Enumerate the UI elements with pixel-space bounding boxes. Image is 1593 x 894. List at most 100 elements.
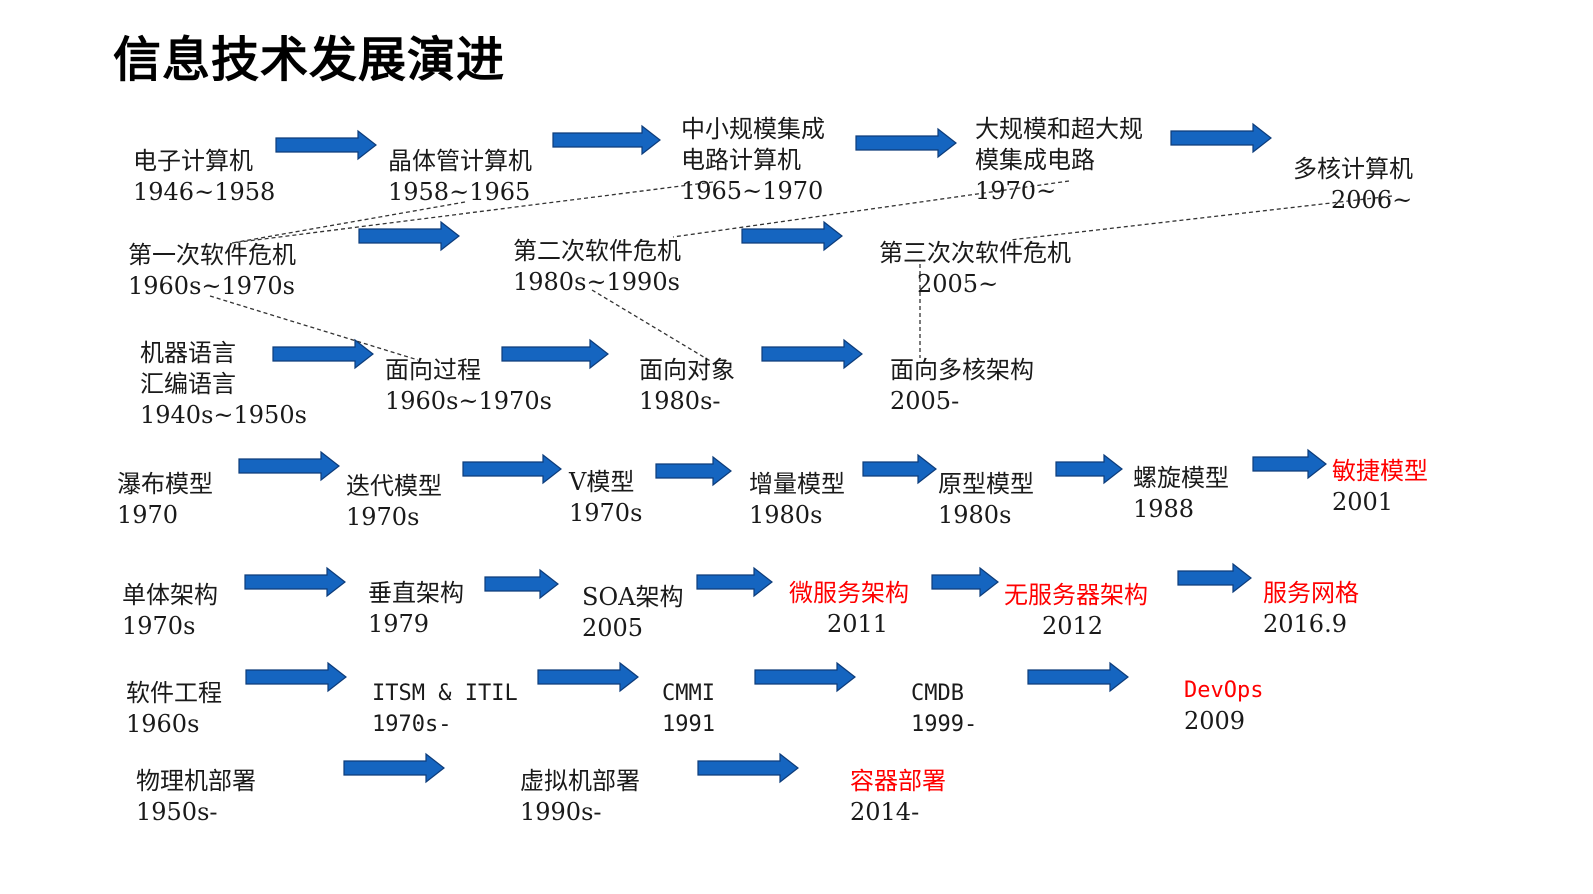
engineering-arrow-2 (537, 661, 639, 693)
crisis-node-2: 第二次软件危机 1980s~1990s (513, 236, 681, 298)
language-node-1-name: 机器语言 (140, 339, 236, 367)
hardware-node-4-name2: 模集成电路 (975, 146, 1095, 174)
deployment-node-1-date: 1950s- (136, 798, 218, 826)
language-arrow-2 (501, 338, 609, 370)
hardware-arrow-2 (552, 124, 661, 156)
deployment-arrow-2 (697, 752, 799, 784)
hardware-arrow-4 (1170, 122, 1272, 154)
engineering-node-4-date: 1999- (911, 712, 978, 737)
process-node-6: 螺旋模型 1988 (1133, 463, 1229, 525)
hardware-node-3-name: 中小规模集成 (681, 115, 825, 143)
hardware-node-5: 多核计算机 2006~ (1293, 154, 1413, 216)
hardware-node-3-name2: 电路计算机 (681, 146, 801, 174)
process-node-2-date: 1970s (346, 503, 420, 531)
hardware-node-2: 晶体管计算机 1958~1965 (388, 146, 532, 208)
process-arrow-5 (1055, 453, 1123, 485)
deployment-node-1-name: 物理机部署 (136, 767, 256, 795)
architecture-arrow-4 (931, 566, 999, 598)
architecture-arrow-1 (244, 566, 346, 598)
architecture-node-4-name: 微服务架构 (789, 579, 909, 607)
process-arrow-3 (655, 455, 732, 487)
process-node-6-date: 1988 (1133, 495, 1195, 523)
process-node-2-name: 迭代模型 (346, 472, 442, 500)
language-node-2-date: 1960s~1970s (385, 387, 552, 415)
deployment-node-3: 容器部署 2014- (850, 766, 946, 828)
hardware-node-4: 大规模和超大规模集成电路 1970~ (975, 114, 1143, 207)
language-node-1-date: 1940s~1950s (140, 401, 307, 429)
engineering-node-1-name: 软件工程 (126, 679, 222, 707)
process-arrow-2 (462, 453, 562, 485)
engineering-node-3-date: 1991 (662, 712, 715, 737)
process-arrow-1 (238, 450, 340, 482)
hardware-node-2-name: 晶体管计算机 (388, 147, 532, 175)
architecture-node-5-name: 无服务器架构 (1004, 581, 1148, 609)
engineering-arrow-1 (245, 661, 347, 693)
engineering-node-4: CMDB 1999- (911, 678, 977, 740)
language-node-3-name: 面向对象 (639, 356, 735, 384)
language-arrow-1 (272, 338, 374, 370)
language-node-3-date: 1980s- (639, 387, 721, 415)
hardware-node-2-date: 1958~1965 (388, 178, 531, 206)
process-node-7-name: 敏捷模型 (1332, 457, 1428, 485)
hardware-node-4-name: 大规模和超大规 (975, 115, 1143, 143)
deployment-arrow-1 (343, 752, 445, 784)
page-title: 信息技术发展演进 (113, 32, 506, 88)
crisis-node-2-date: 1980s~1990s (513, 268, 680, 296)
architecture-arrow-5 (1177, 562, 1252, 594)
process-node-1-date: 1970 (117, 501, 179, 529)
engineering-arrow-3 (754, 661, 856, 693)
hardware-node-1-name: 电子计算机 (133, 147, 253, 175)
hardware-node-3-date: 1965~1970 (681, 177, 824, 205)
engineering-arrow-4 (1027, 661, 1129, 693)
language-node-2-name: 面向过程 (385, 356, 481, 384)
architecture-arrow-2 (484, 568, 559, 600)
connector-crisis2-oo (591, 289, 713, 363)
crisis-node-3-date: 2005~ (917, 270, 999, 298)
deployment-node-3-date: 2014- (850, 798, 920, 826)
language-node-4-name: 面向多核架构 (890, 356, 1034, 384)
process-arrow-4 (862, 453, 937, 485)
hardware-node-1-date: 1946~1958 (133, 178, 276, 206)
architecture-node-6-name: 服务网格 (1263, 579, 1359, 607)
process-node-7-date: 2001 (1332, 488, 1394, 516)
architecture-node-5-date: 2012 (1042, 612, 1104, 640)
process-node-1-name: 瀑布模型 (117, 470, 213, 498)
deployment-node-1: 物理机部署 1950s- (136, 766, 256, 828)
hardware-node-5-date: 2006~ (1331, 186, 1413, 214)
deployment-node-3-name: 容器部署 (850, 767, 946, 795)
hardware-arrow-3 (855, 127, 957, 159)
architecture-arrow-3 (696, 566, 773, 598)
architecture-node-2-date: 1979 (368, 610, 430, 638)
process-node-5: 原型模型 1980s (938, 469, 1034, 531)
hardware-node-5-name: 多核计算机 (1293, 155, 1413, 183)
engineering-node-4-name: CMDB (911, 681, 964, 706)
language-node-4-date: 2005- (890, 387, 960, 415)
process-node-3-name: V模型 (569, 468, 635, 496)
language-arrow-3 (761, 338, 863, 370)
engineering-node-2-date: 1970s- (372, 712, 452, 737)
architecture-node-1-date: 1970s (122, 612, 196, 640)
engineering-node-3: CMMI 1991 (662, 678, 715, 740)
process-node-5-date: 1980s (938, 501, 1012, 529)
process-arrow-6 (1252, 448, 1327, 480)
crisis-node-2-name: 第二次软件危机 (513, 237, 681, 265)
hardware-arrow-1 (275, 129, 377, 161)
engineering-node-3-name: CMMI (662, 681, 715, 706)
architecture-node-2-name: 垂直架构 (368, 579, 464, 607)
process-node-4-name: 增量模型 (749, 470, 845, 498)
process-node-5-name: 原型模型 (938, 470, 1034, 498)
hardware-node-4-date: 1970~ (975, 177, 1057, 205)
deployment-node-2-date: 1990s- (520, 798, 602, 826)
process-node-6-name: 螺旋模型 (1133, 464, 1229, 492)
engineering-node-5-name: DevOps (1184, 678, 1264, 703)
